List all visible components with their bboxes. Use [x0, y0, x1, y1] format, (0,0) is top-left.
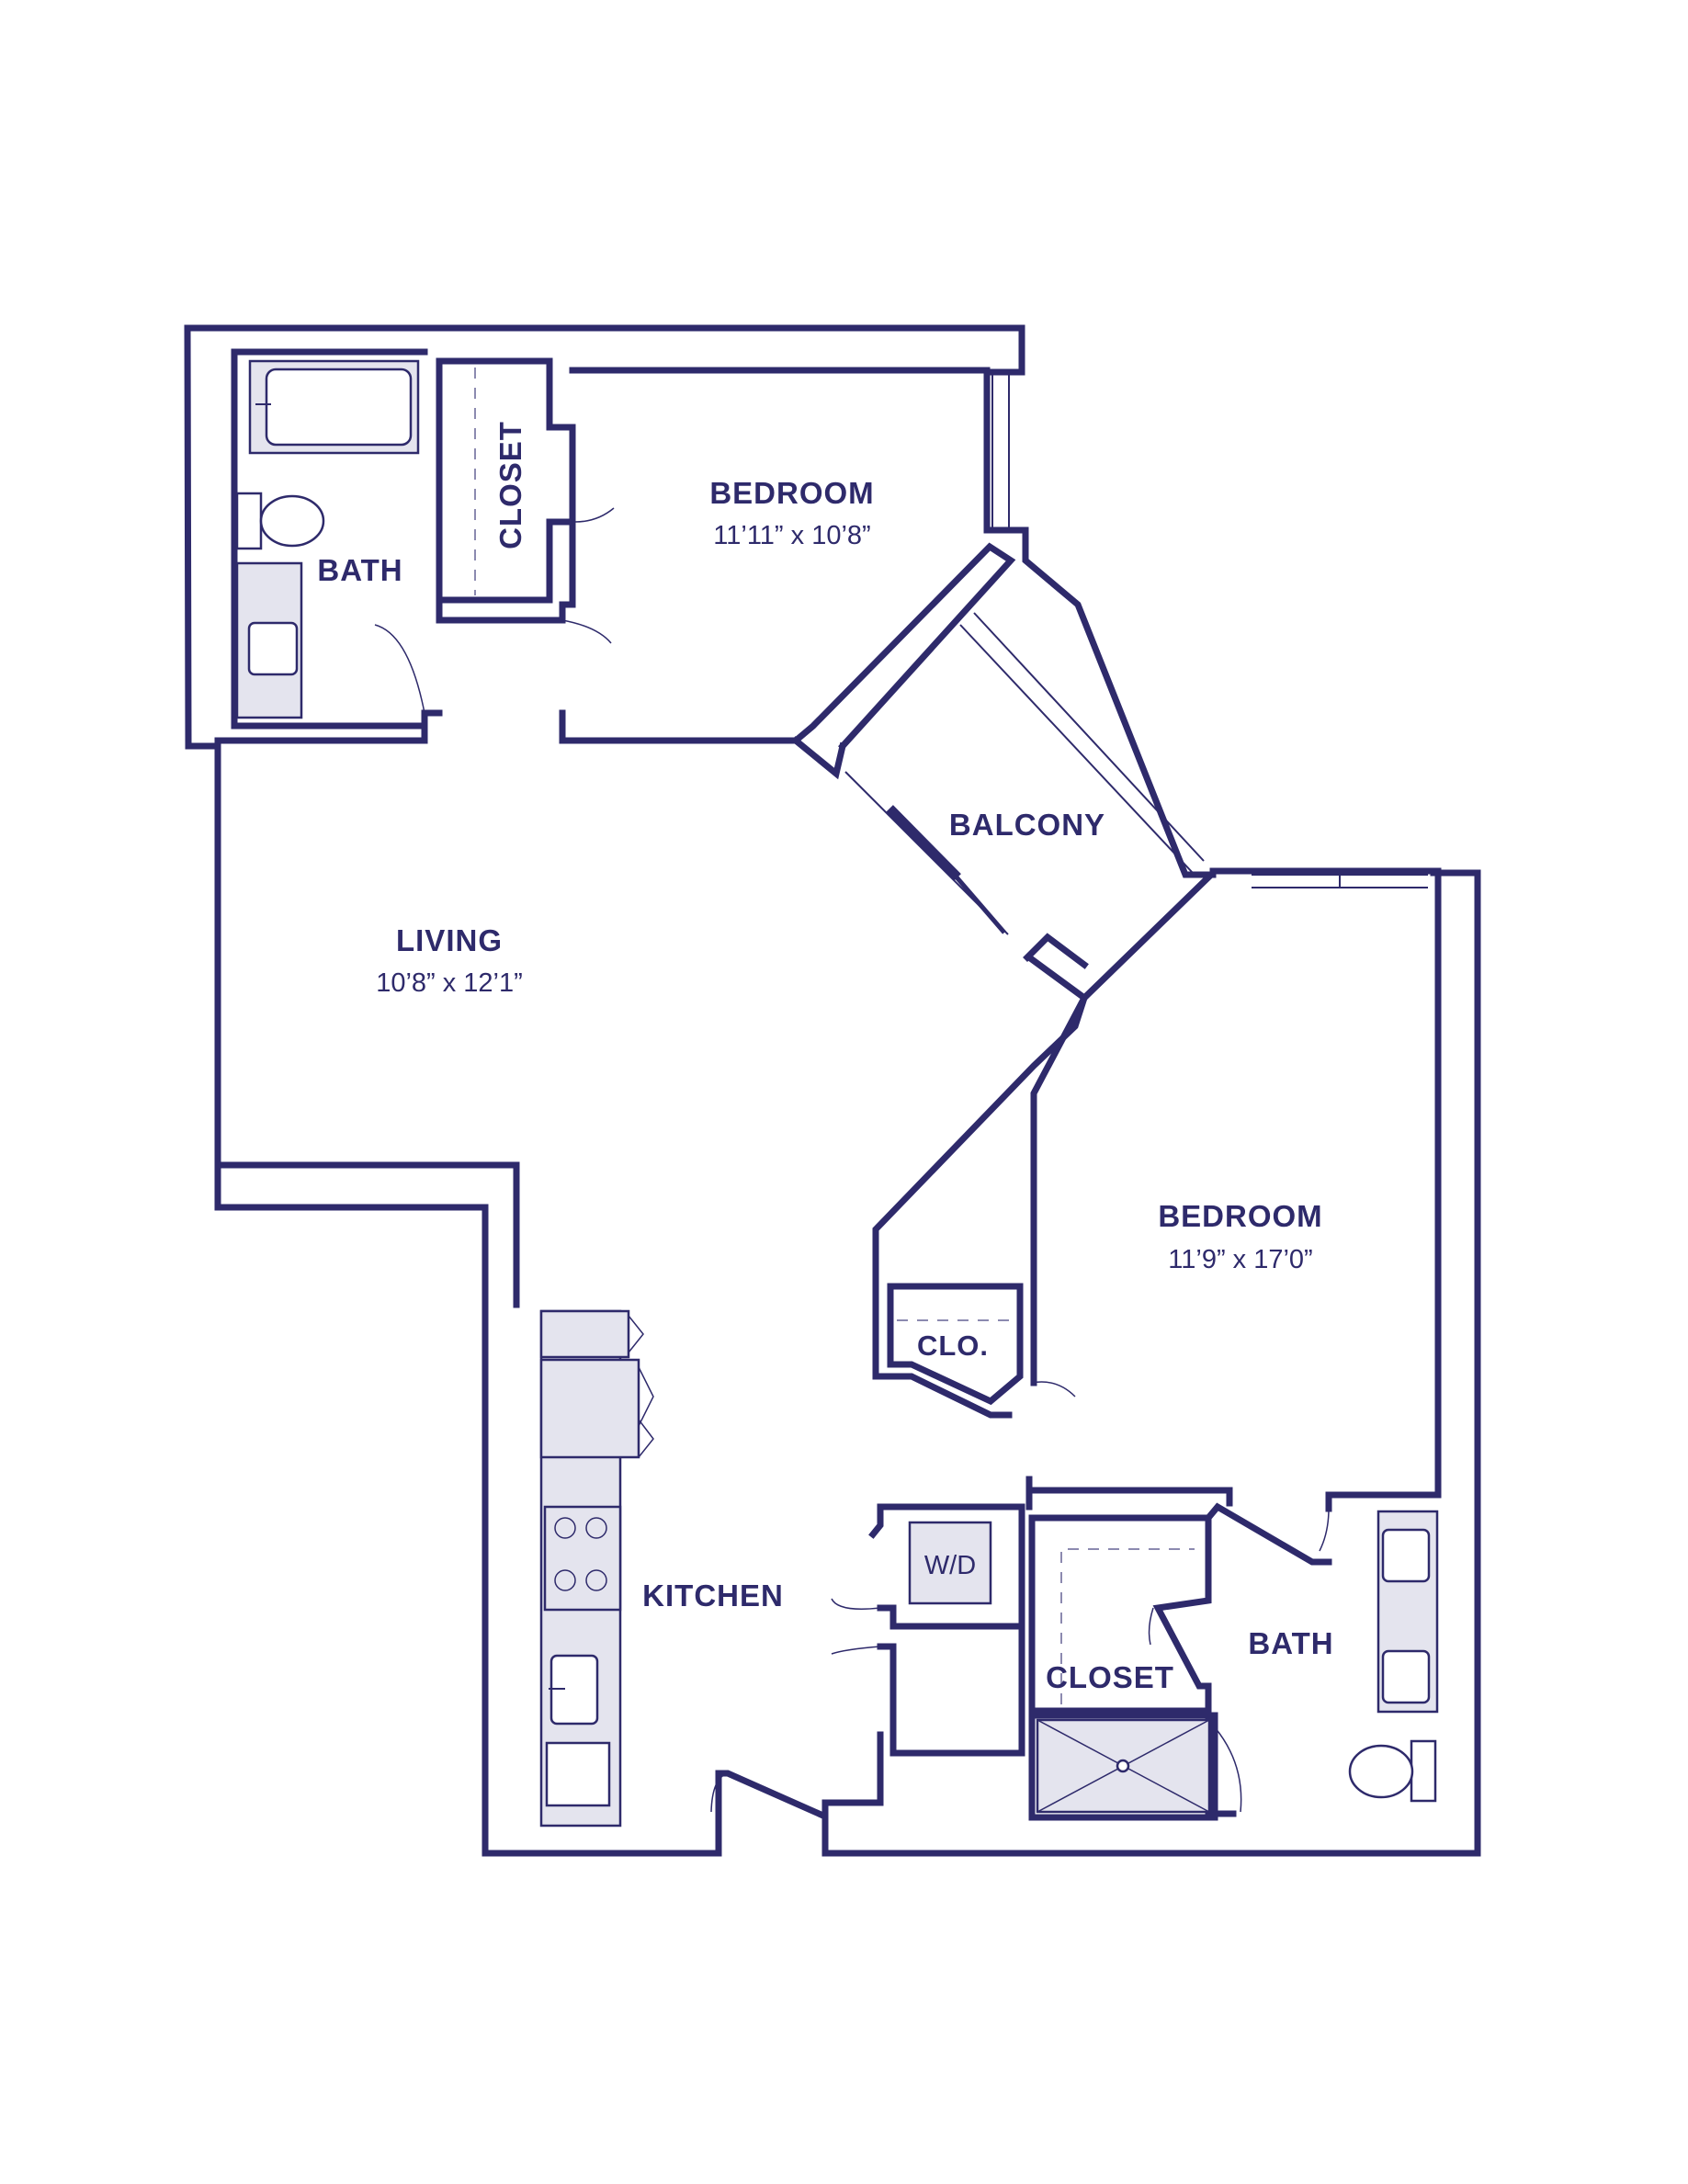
bathtub-basin	[265, 368, 413, 447]
dishwasher	[545, 1741, 611, 1807]
living-top-wall	[214, 722, 428, 744]
burner-icon	[585, 1569, 607, 1591]
door-swing	[710, 1772, 729, 1813]
clo-closet-wall	[887, 1283, 1024, 1406]
living-dims: 10’8” x 12’1”	[376, 968, 523, 998]
closet-1-label: CLOSET	[493, 421, 527, 549]
bedroom-1-label: BEDROOM	[709, 476, 874, 510]
bedroom-1-bottom-wall	[559, 542, 1016, 751]
fridge-door-swing-3	[638, 1419, 654, 1458]
shower-wall	[1028, 1712, 1218, 1821]
door-swing	[561, 619, 612, 644]
door-swing	[574, 507, 615, 523]
balcony-railing	[973, 612, 1205, 862]
living-left-lower-wall	[214, 1161, 520, 1308]
laundry-wall	[877, 1503, 1025, 1757]
range	[543, 1505, 622, 1612]
hall-stub	[1023, 933, 1089, 969]
clo-label: CLO.	[917, 1330, 989, 1362]
bath-2-label: BATH	[1248, 1626, 1333, 1660]
fridge-door-swing-2	[638, 1366, 654, 1427]
bedroom-2-left-wall	[1030, 993, 1089, 1386]
pantry-wall	[868, 1503, 884, 1539]
closet-2-label: CLOSET	[1046, 1660, 1174, 1694]
balcony-left-wall	[791, 736, 847, 780]
kitchen-label: KITCHEN	[642, 1579, 784, 1613]
closet-2-wall	[1028, 1514, 1212, 1714]
bedroom-2-label: BEDROOM	[1158, 1199, 1322, 1233]
bedroom-2-dims: 11’9” x 17’0”	[1168, 1245, 1312, 1274]
door-swing	[1319, 1508, 1330, 1552]
refrigerator	[539, 1358, 640, 1459]
bath-2-sink	[1381, 1528, 1431, 1583]
bath-2-wall	[1204, 1502, 1332, 1566]
door-swing	[831, 1646, 881, 1655]
corridor-wall	[436, 518, 576, 624]
balcony-lower-wall	[1025, 870, 1216, 1002]
washer-dryer	[908, 1521, 992, 1605]
bath-1-sink	[247, 621, 299, 676]
kitchen-right-wall	[821, 1731, 884, 1820]
door-swing	[831, 1598, 881, 1610]
door-swing	[1031, 1381, 1076, 1398]
closet-rod	[1060, 1548, 1195, 1704]
burner-icon	[585, 1517, 607, 1539]
fridge-door-swing	[628, 1315, 644, 1353]
burner-icon	[554, 1569, 576, 1591]
balcony-railing	[959, 624, 1194, 874]
bath-2-sink	[1381, 1649, 1431, 1704]
laundry-label: W/D	[924, 1551, 976, 1580]
kitchen-upper-cabinet	[539, 1309, 630, 1359]
door-swing	[1148, 1607, 1154, 1646]
sliding-door-track	[844, 771, 1009, 935]
bedroom-2-bottom-wall	[1025, 1487, 1233, 1507]
shower-door-swing	[1214, 1726, 1242, 1813]
laundry-door-wall	[877, 1604, 1025, 1630]
door-swing	[374, 624, 425, 714]
toilet-bowl	[1348, 1744, 1414, 1799]
toilet-bowl	[259, 494, 325, 548]
toilet-tank	[1410, 1739, 1437, 1803]
living-label: LIVING	[396, 923, 503, 957]
bedroom-1-dims: 11’11” x 10’8”	[713, 521, 870, 550]
burner-icon	[554, 1517, 576, 1539]
balcony-label: BALCONY	[949, 808, 1105, 842]
toilet-tank	[235, 492, 263, 550]
bath-1-label: BATH	[317, 553, 402, 587]
shower-drain	[1116, 1759, 1130, 1773]
bedroom-2-bath-wall	[1325, 867, 1442, 1512]
